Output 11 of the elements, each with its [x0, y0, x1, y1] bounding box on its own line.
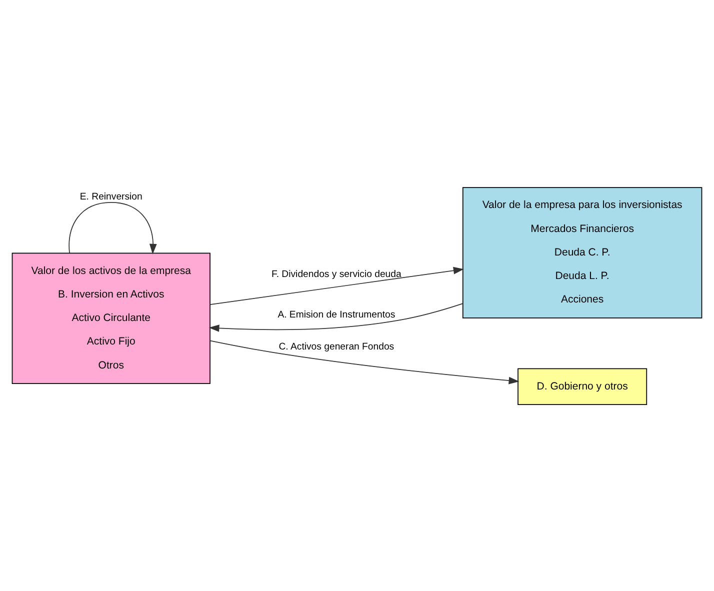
arrow — [68, 201, 157, 254]
edge-label: F. Dividendos y servicio deuda — [272, 268, 402, 280]
edge-label: C. Activos generan Fondos — [278, 341, 394, 352]
node-box: D. Gobierno y otros — [518, 368, 648, 404]
arrow — [210, 266, 464, 305]
arrow — [208, 302, 464, 332]
edge-label: A. Emision de Instrumentos — [278, 308, 396, 320]
node-box: Valor de la empresa para los inversionistas Mercados Financieros Deuda C. P. Deuda L. P. Acciones — [462, 186, 702, 318]
arrow — [210, 340, 520, 384]
edge-label: E. Reinversion — [80, 191, 142, 202]
node-box: Valor de los activos de la empresa B. Inversion en Activos Activo Circulante Activo Fijo Otros — [12, 252, 210, 384]
